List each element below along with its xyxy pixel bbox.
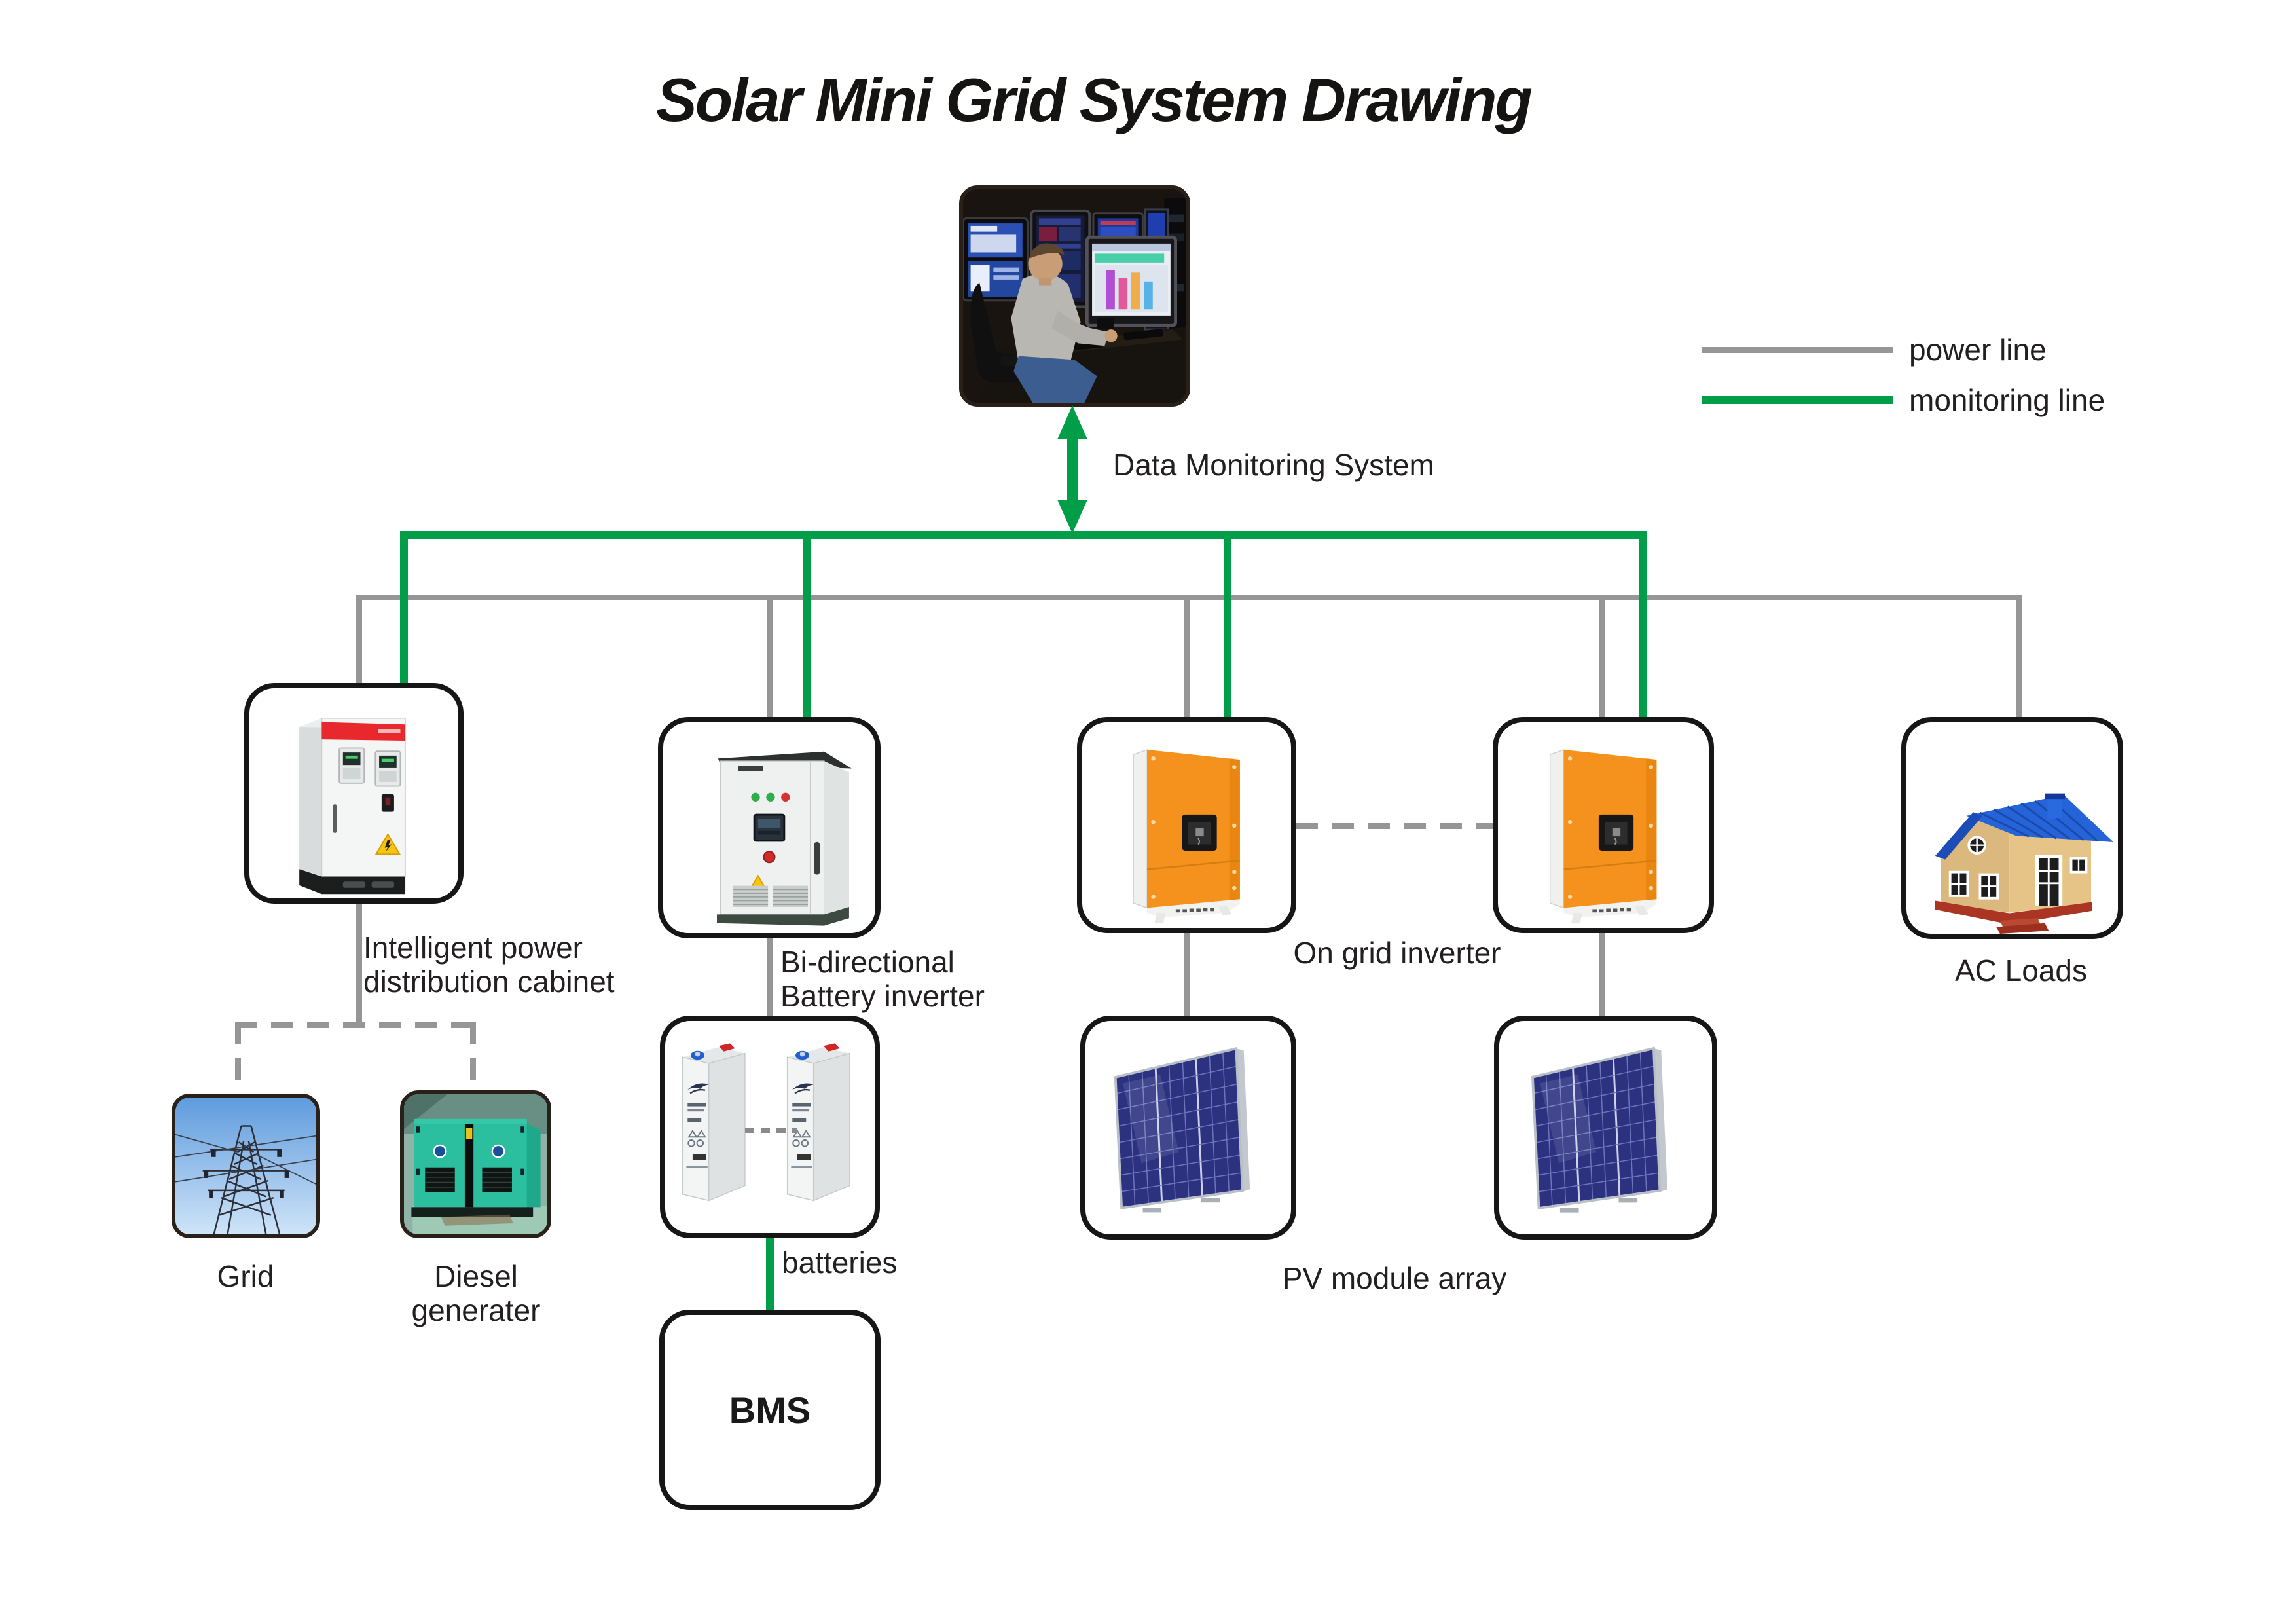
power-line-inverter-to-batteries: [767, 936, 773, 1018]
power-line-inverter2-to-pv2: [1599, 931, 1605, 1018]
house-image: [1935, 793, 2114, 934]
pv-module-array-label: PV module array: [1282, 1261, 1507, 1295]
diesel-label-line1: Diesel: [434, 1259, 518, 1293]
power-line-cabinet-to-sources: [356, 902, 362, 1025]
cabinet-label-line1: Intelligent power: [363, 931, 583, 965]
battery-inverter-image: [716, 751, 852, 926]
diesel-label-line2: generater: [411, 1293, 541, 1327]
batteries-box: [660, 1016, 880, 1238]
power-line-to-inverter-2: [1599, 595, 1605, 719]
cabinet-label: Intelligent power distribution cabinet: [363, 931, 615, 999]
batteries-label: batteries: [782, 1246, 898, 1280]
cabinet-label-line2: distribution cabinet: [363, 965, 615, 999]
monitoring-arrow-icon: [1057, 405, 1087, 534]
battery-inverter-label-line1: Bi-directional: [780, 945, 955, 979]
pv-module-2-box: [1494, 1016, 1717, 1240]
dashed-line-between-inverters: [1296, 823, 1493, 829]
bms-label: BMS: [729, 1389, 811, 1431]
power-line-to-inverter-1: [1184, 595, 1190, 719]
monitoring-line-batteries-to-bms: [766, 1236, 774, 1311]
distribution-cabinet-box: [244, 683, 464, 904]
dashed-line-between-batteries: [745, 1128, 797, 1133]
monitoring-line-to-inverter-1: [1224, 531, 1231, 720]
battery-inverter-label: Bi-directional Battery inverter: [780, 945, 985, 1013]
pv-module-1-box: [1080, 1016, 1296, 1240]
control-room-image: [963, 189, 1186, 403]
transmission-tower-image: [175, 1098, 316, 1234]
distribution-cabinet-image: [299, 718, 406, 895]
legend-power-line-label: power line: [1909, 333, 2047, 367]
dashed-line-to-diesel: [470, 1022, 476, 1093]
ac-loads-label: AC Loads: [1954, 953, 2087, 987]
monitoring-line-to-inverter-2: [1639, 531, 1647, 720]
on-grid-inverter-1-image: [1133, 748, 1240, 923]
on-grid-inverter-2-box: [1493, 717, 1714, 933]
battery-inverter-box: [658, 717, 881, 938]
on-grid-inverter-2-image: [1549, 748, 1657, 923]
legend-monitoring-line-swatch: [1702, 396, 1893, 404]
dashed-line-to-grid: [235, 1022, 241, 1096]
pv-module-1-image: [1114, 1046, 1250, 1213]
power-line-to-cabinet: [356, 595, 362, 685]
diesel-generator-image: [404, 1094, 547, 1234]
power-line-to-ac-loads: [2016, 595, 2022, 719]
batteries-image: [682, 1043, 850, 1202]
page-title: Solar Mini Grid System Drawing: [656, 65, 1533, 134]
power-line-inverter1-to-pv1: [1184, 931, 1190, 1018]
battery-inverter-label-line2: Battery inverter: [780, 979, 985, 1013]
monitoring-line-to-battery-inverter: [803, 531, 811, 720]
dashed-line-sources: [235, 1022, 476, 1028]
legend-power-line-swatch: [1702, 347, 1893, 353]
pv-module-2-image: [1531, 1046, 1667, 1213]
monitoring-line-to-cabinet: [400, 531, 408, 685]
ac-loads-box: [1901, 717, 2123, 939]
power-line-to-battery-inverter: [767, 595, 773, 719]
data-monitoring-system-label: Data Monitoring System: [1113, 448, 1434, 482]
grid-label: Grid: [217, 1259, 274, 1293]
bms-box: BMS: [659, 1310, 881, 1510]
diesel-generator-photo: [400, 1090, 551, 1238]
monitoring-bus-line: [400, 531, 1647, 539]
monitoring-system-photo: [959, 185, 1190, 407]
on-grid-inverter-1-box: [1077, 717, 1296, 933]
on-grid-inverter-label: On grid inverter: [1293, 936, 1501, 970]
diesel-label: Diesel generater: [378, 1259, 574, 1327]
legend-monitoring-line-label: monitoring line: [1909, 383, 2105, 417]
grid-photo: [172, 1094, 320, 1238]
